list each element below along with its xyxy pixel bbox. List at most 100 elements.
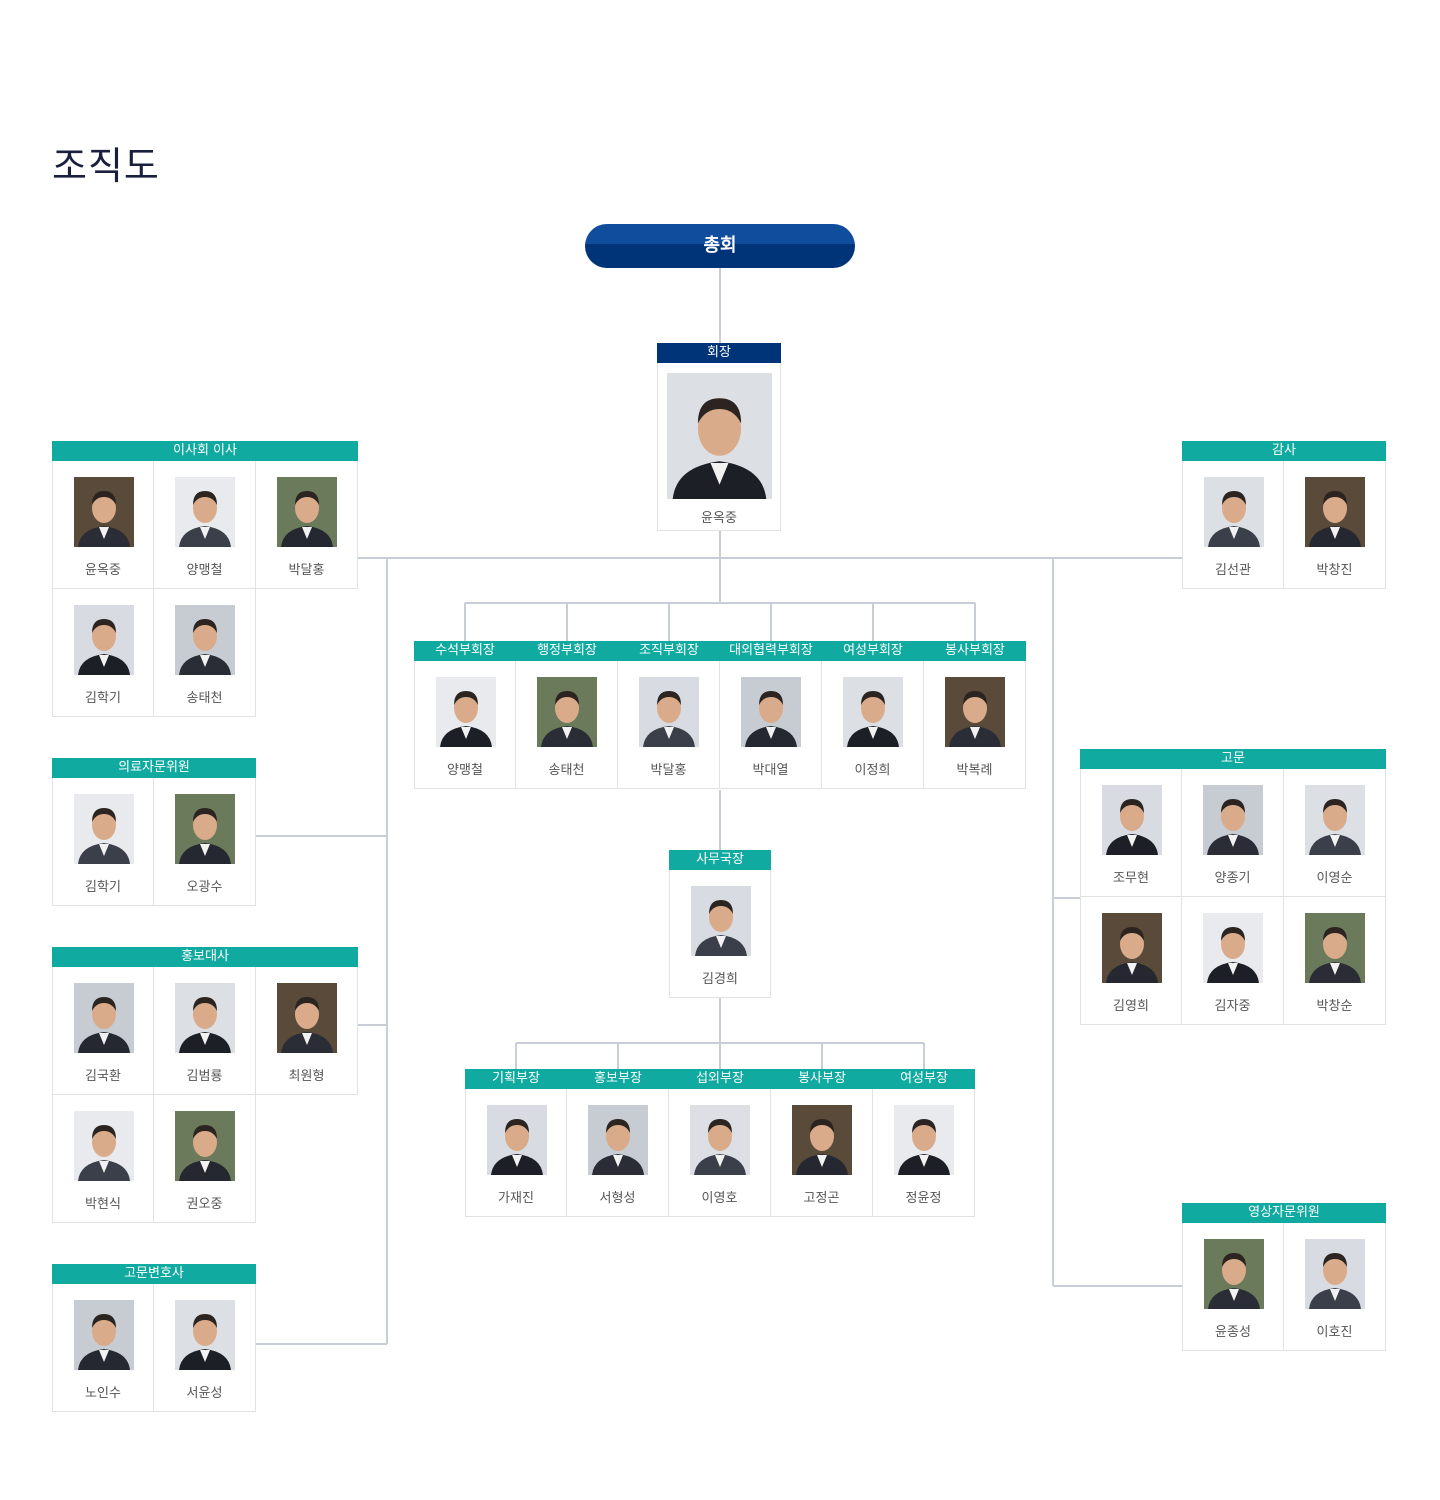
person-card: 박창진 xyxy=(1284,461,1386,589)
person-photo xyxy=(1305,1239,1365,1309)
person-name: 양맹철 xyxy=(186,563,223,578)
person-name: 김학기 xyxy=(85,691,121,706)
position-title: 조직부회장 xyxy=(618,641,720,661)
person-card: 박창순 xyxy=(1284,897,1386,1025)
person-photo xyxy=(175,983,235,1053)
person-card: 김선관 xyxy=(1182,461,1284,589)
person-card: 송태천 xyxy=(516,661,618,789)
person-photo xyxy=(277,477,337,547)
person-name: 김국환 xyxy=(85,1069,121,1084)
person-card: 김경희 xyxy=(669,870,771,998)
person-name: 오광수 xyxy=(186,880,223,895)
group-title: 홍보대사 xyxy=(52,947,358,967)
position-title: 섭외부장 xyxy=(669,1069,771,1089)
person-photo xyxy=(639,677,699,747)
group-title: 의료자문위원 xyxy=(52,758,256,778)
person-name: 윤옥중 xyxy=(85,563,121,578)
person-card: 이정희 xyxy=(822,661,924,789)
person-name: 박창진 xyxy=(1316,563,1353,578)
group-title: 감사 xyxy=(1182,441,1386,461)
general-assembly-box: 총회 xyxy=(585,224,855,268)
person-name: 정윤정 xyxy=(905,1191,942,1206)
person-photo xyxy=(74,794,134,864)
person-card: 서윤성 xyxy=(154,1284,256,1412)
person-name: 노인수 xyxy=(85,1386,121,1401)
person-photo xyxy=(74,1300,134,1370)
person-name: 김영희 xyxy=(1113,999,1149,1014)
person-photo xyxy=(945,677,1005,747)
person-card: 김영희 xyxy=(1080,897,1182,1025)
person-name: 이영순 xyxy=(1316,871,1353,886)
person-card: 양종기 xyxy=(1182,769,1284,897)
person-card: 이영호 xyxy=(669,1089,771,1217)
person-name: 김선관 xyxy=(1215,563,1251,578)
person-name: 김경희 xyxy=(702,972,738,987)
medical-advisors-group: 의료자문위원 김학기 오광수 xyxy=(52,758,256,906)
person-name: 고정곤 xyxy=(803,1191,840,1206)
person-card: 이영순 xyxy=(1284,769,1386,897)
person-photo xyxy=(588,1105,648,1175)
person-name: 서형성 xyxy=(599,1191,636,1206)
person-photo xyxy=(1102,785,1162,855)
person-name: 이호진 xyxy=(1316,1325,1353,1340)
person-name: 김학기 xyxy=(85,880,121,895)
position-title: 봉사부회장 xyxy=(924,641,1026,661)
person-photo xyxy=(175,605,235,675)
person-photo xyxy=(894,1105,954,1175)
person-photo xyxy=(667,373,772,499)
person-photo xyxy=(1305,913,1365,983)
person-name: 박복례 xyxy=(956,763,993,778)
person-name: 윤옥중 xyxy=(701,511,737,526)
person-photo xyxy=(436,677,496,747)
person-photo xyxy=(1204,1239,1264,1309)
person-photo xyxy=(1203,913,1263,983)
person-card: 송태천 xyxy=(154,589,256,717)
position-title: 여성부장 xyxy=(873,1069,975,1089)
person-card: 박복례 xyxy=(924,661,1026,789)
person-card: 서형성 xyxy=(567,1089,669,1217)
person-card: 박달홍 xyxy=(256,461,358,589)
person-card: 김범룡 xyxy=(154,967,256,1095)
vice-president-row: 수석부회장 행정부회장 조직부회장 대외협력부회장 여성부회장 봉사부회장 양맹… xyxy=(414,641,1026,789)
person-name: 송태천 xyxy=(548,763,585,778)
person-name: 최원형 xyxy=(288,1069,325,1084)
person-card: 오광수 xyxy=(154,778,256,906)
person-photo xyxy=(1102,913,1162,983)
group-title: 고문 xyxy=(1080,749,1386,769)
page-title: 조직도 xyxy=(52,144,160,188)
person-photo xyxy=(175,1300,235,1370)
group-title: 영상자문위원 xyxy=(1182,1203,1386,1223)
person-photo xyxy=(487,1105,547,1175)
person-photo xyxy=(1305,477,1365,547)
person-photo xyxy=(1305,785,1365,855)
position-title: 수석부회장 xyxy=(414,641,516,661)
person-name: 박창순 xyxy=(1316,999,1353,1014)
person-name: 이영호 xyxy=(701,1191,738,1206)
person-name: 권오중 xyxy=(186,1197,223,1212)
person-name: 서윤성 xyxy=(186,1386,223,1401)
person-photo xyxy=(175,794,235,864)
person-photo xyxy=(74,477,134,547)
person-card: 윤종성 xyxy=(1182,1223,1284,1351)
position-title: 여성부회장 xyxy=(822,641,924,661)
person-name: 가재진 xyxy=(498,1191,534,1206)
person-card: 정윤정 xyxy=(873,1089,975,1217)
person-photo xyxy=(792,1105,852,1175)
person-name: 박달홍 xyxy=(650,763,687,778)
person-card: 박달홍 xyxy=(618,661,720,789)
person-name: 양맹철 xyxy=(447,763,483,778)
person-photo xyxy=(843,677,903,747)
person-card: 윤옥중 xyxy=(657,363,781,531)
person-photo xyxy=(175,1111,235,1181)
person-card: 고정곤 xyxy=(771,1089,873,1217)
person-name: 김범룡 xyxy=(186,1069,223,1084)
person-name: 윤종성 xyxy=(1215,1325,1251,1340)
person-photo xyxy=(74,605,134,675)
position-title: 봉사부장 xyxy=(771,1069,873,1089)
secretary-general-box: 사무국장 김경희 xyxy=(669,850,771,998)
president-title: 회장 xyxy=(657,343,781,363)
person-card: 김학기 xyxy=(52,589,154,717)
person-photo xyxy=(277,983,337,1053)
position-title: 행정부회장 xyxy=(516,641,618,661)
